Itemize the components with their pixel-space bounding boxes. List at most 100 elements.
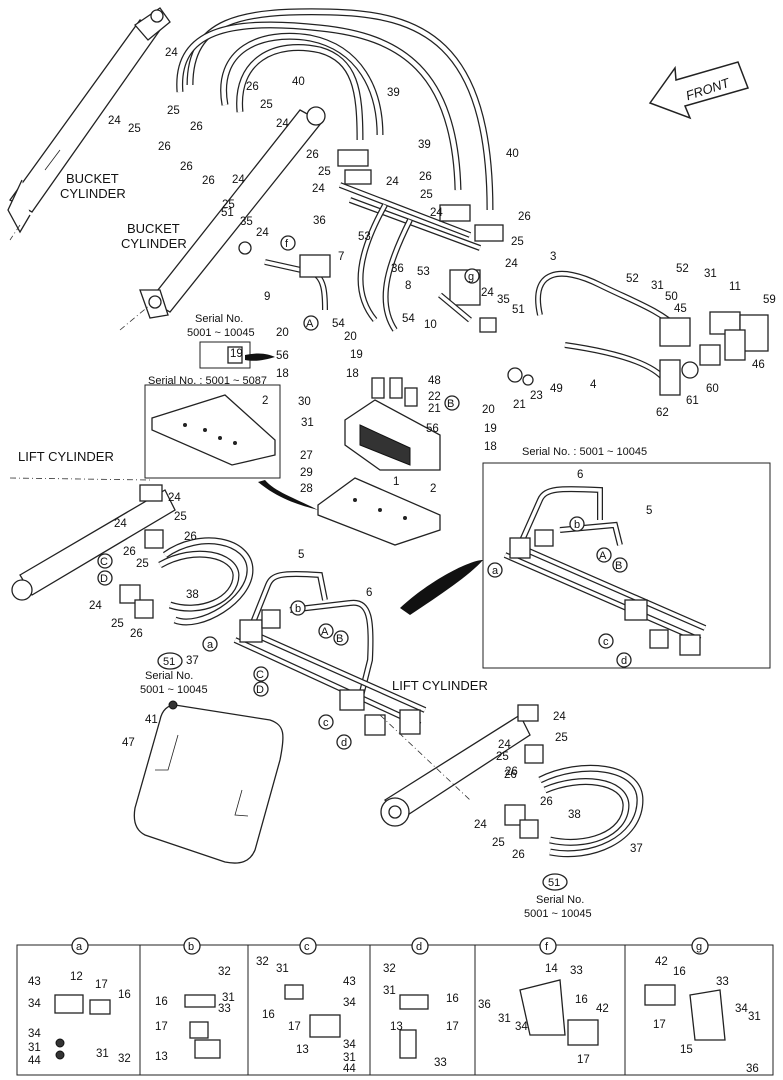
part-number-label: 26 [130,628,143,640]
panel-part-label: 31 [276,963,289,975]
panel-part-label: 32 [118,1053,131,1065]
front-arrow-icon: FRONT [648,61,749,120]
part-number-label: 25 [128,123,141,135]
panel-part-label: 34 [343,997,356,1009]
panel-part-label: 17 [653,1019,666,1031]
panel-part-label: 33 [570,965,583,977]
part-number-label: 19 [350,349,363,361]
panel-part-label: 43 [343,976,356,988]
part-number-label: 24 [89,600,102,612]
bucket-cylinder-title-1a: BUCKET [66,171,119,186]
panel-a-key: a [76,941,83,953]
svg-text:d: d [621,655,627,667]
part-number-label: 37 [630,843,643,855]
svg-text:a: a [492,565,499,577]
part-number-label: 24 [108,115,121,127]
panel-part-label: 17 [155,1021,168,1033]
part-number-label: 26 [202,175,215,187]
part-number-label: 26 [518,211,531,223]
panel-part-label: 16 [575,994,588,1006]
part-number-label: 52 [676,263,689,275]
part-number-label: 36 [391,263,404,275]
panel-part-label: 31 [222,992,235,1004]
part-number-label: 56 [276,350,289,362]
part-number-label: 25 [222,199,235,211]
bucket-cylinder-lower [119,106,326,331]
part-number-label: 21 [513,399,526,411]
pipe-assembly-5-6 [233,570,427,736]
part-number-label: 25 [136,558,149,570]
part-number-label: 51 [221,207,234,219]
part-number-label: 50 [665,291,678,303]
part-number-label: 4 [590,379,597,391]
panel-part-label: 44 [28,1055,41,1067]
part-number-label: 61 [686,395,699,407]
part-number-label: 36 [313,215,326,227]
part-number-label: 54 [332,318,345,330]
svg-text:c: c [323,717,329,729]
part-number-label: 47 [122,737,135,749]
part-number-label: 26 [246,81,259,93]
serial-range-d: 5001 ~ 10045 [140,684,208,696]
part-number-label: 7 [338,251,344,263]
part-number-label: 26 [190,121,203,133]
part-number-label: 24 [312,183,325,195]
panel-part-label: 32 [218,966,231,978]
part-number-label: 49 [550,383,563,395]
svg-text:f: f [285,238,289,250]
svg-text:B: B [336,633,343,645]
panel-part-label: 13 [296,1044,309,1056]
panel-c-key: c [304,941,310,953]
panel-part-label: 33 [434,1057,447,1069]
part-number-label: 25 [496,751,509,763]
part-number-label: 1 [393,476,399,488]
panel-part-label: 34 [735,1003,748,1015]
lift-cylinder-right [379,704,644,858]
svg-text:51: 51 [548,877,560,889]
svg-text:D: D [100,573,108,585]
panel-part-label: 43 [28,976,41,988]
detail-box-right [482,462,771,669]
svg-text:D: D [256,684,264,696]
panel-part-label: 31 [748,1011,761,1023]
part-number-label: 56 [426,423,439,435]
panel-part-label: 31 [96,1048,109,1060]
part-number-label: 25 [174,511,187,523]
part-number-label: 24 [481,287,494,299]
part-number-label: 3 [550,251,556,263]
part-number-label: 24 [430,207,443,219]
serial-no-1: Serial No. [195,313,243,325]
panel-part-drawings [54,979,726,1060]
svg-text:A: A [306,318,314,330]
lift-cylinder-left [9,477,254,626]
svg-text:B: B [447,398,454,410]
part-number-label: 27 [300,450,313,462]
serial-no-3: Serial No. [536,894,584,906]
panel-part-label: 44 [343,1063,356,1075]
part-number-label: 39 [387,87,400,99]
svg-text:g: g [468,271,474,283]
part-number-label: 38 [568,809,581,821]
panel-part-label: 42 [596,1003,609,1015]
panel-part-label: 12 [70,971,83,983]
part-number-label: 35 [240,216,253,228]
part-number-label: 6 [577,469,583,481]
panel-part-label: 31 [498,1013,511,1025]
part-number-label: 26 [505,766,518,778]
part-number-label: 24 [168,492,181,504]
part-number-label: 24 [232,174,245,186]
panel-g-key: g [696,941,702,953]
part-number-label: 53 [417,266,430,278]
part-number-label: 24 [165,47,178,59]
panel-part-label: 17 [577,1054,590,1066]
part-number-label: 25 [167,105,180,117]
part-number-label: 24 [114,518,127,530]
panel-part-label: 36 [478,999,491,1011]
part-number-label: 30 [298,396,311,408]
part-number-label: 46 [752,359,765,371]
part-number-label: 6 [366,587,372,599]
part-number-label: 26 [419,171,432,183]
part-number-label: 26 [158,141,171,153]
letter-callouts: A B f g C D a b c d A B C D a b c d A B … [97,235,632,891]
